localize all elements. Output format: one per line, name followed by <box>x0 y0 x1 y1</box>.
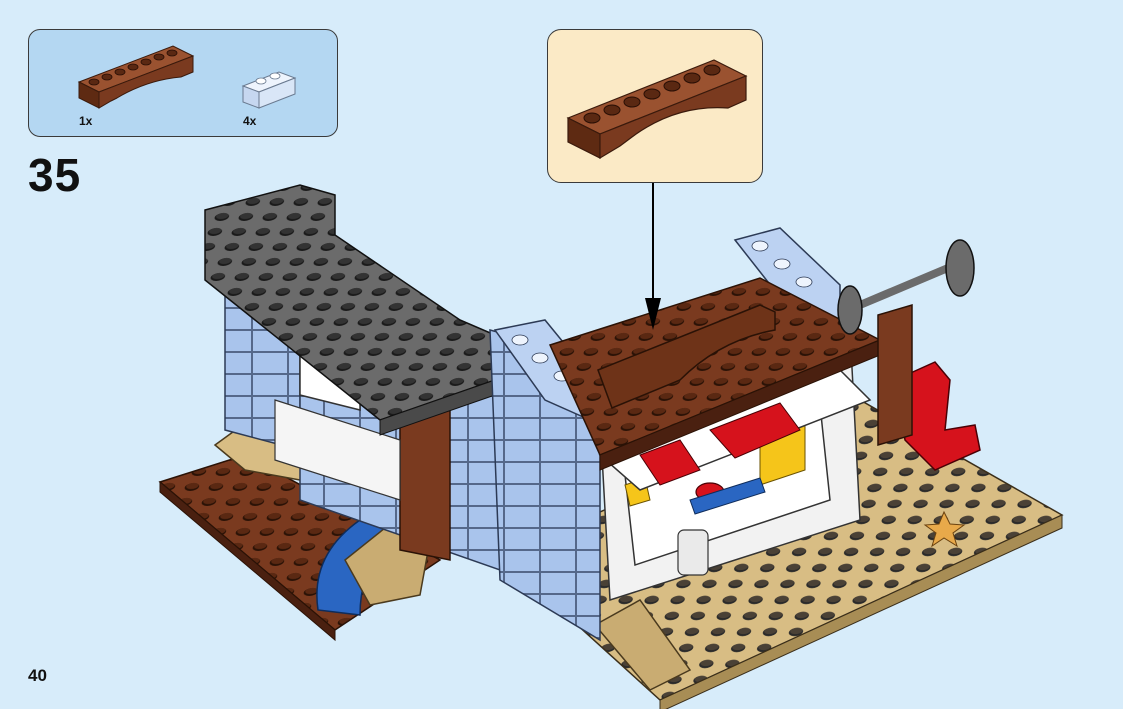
part-callout-panel <box>547 29 763 183</box>
light-blue-1x2-brick-icon <box>241 71 297 109</box>
step-number: 35 <box>28 149 82 201</box>
parts-list-panel: 1x 4x <box>28 29 338 137</box>
page-number: 40 <box>28 666 47 685</box>
part-quantity: 4x <box>243 114 257 128</box>
part-quantity: 1x <box>79 114 93 128</box>
reddish-brown-arch-brick-icon <box>77 45 195 109</box>
reddish-brown-arch-brick-icon <box>566 59 748 160</box>
